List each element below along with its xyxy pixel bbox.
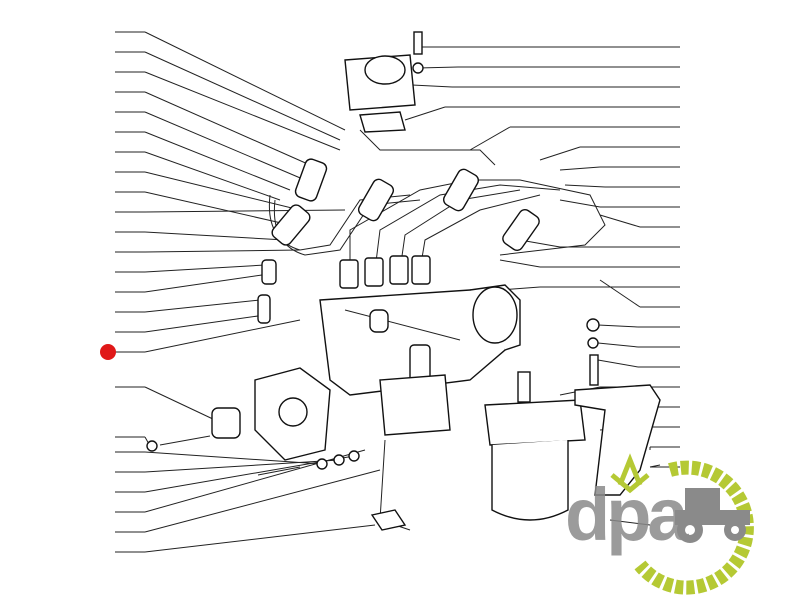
pump-outlets (339, 255, 431, 333)
dpa-logo: dpa (565, 473, 689, 556)
selected-callout-marker[interactable] (100, 344, 116, 360)
callout-leader-left (144, 449, 366, 513)
mounting-bracket (574, 318, 661, 526)
callout-leader-left (144, 171, 301, 211)
injector-pipes (268, 129, 606, 271)
callout-leader-right (559, 166, 601, 171)
callout-leader-right (597, 359, 639, 368)
callout-leader-left (144, 469, 381, 533)
callout-leader-left (144, 151, 281, 201)
callout-leader-right (564, 184, 606, 188)
callout-leader-right (559, 199, 601, 208)
callout-leader-right (404, 106, 446, 121)
right-callout-lines (404, 46, 680, 468)
callout-leader-left (144, 131, 291, 191)
callout-leader-left (144, 209, 346, 213)
callout-leader-left (144, 319, 301, 353)
callout-leader-left (144, 51, 341, 141)
callout-leader-left (144, 264, 266, 273)
left-callout-lines (115, 31, 381, 553)
callout-leader-left (144, 111, 306, 181)
injectors (257, 158, 540, 324)
callout-leader-right (597, 342, 639, 348)
callout-leader-left (144, 91, 311, 166)
callout-leader-left (144, 231, 286, 241)
callout-leader-left (144, 451, 323, 465)
callout-leader-right (599, 214, 641, 228)
callout-leader-left (144, 31, 346, 131)
tractor-icon (675, 488, 750, 543)
callout-leader-left (144, 71, 341, 151)
callout-leader-left (144, 249, 301, 253)
callout-leader-left (144, 274, 263, 293)
callout-leader-left (144, 386, 216, 421)
hand-primer-pump (370, 344, 451, 531)
fuel-filter (484, 371, 586, 521)
callout-leader-left (144, 459, 340, 473)
logo-gear (610, 453, 754, 595)
fuel-lift-pump (344, 31, 424, 133)
callout-leader-left (144, 524, 376, 553)
callout-leader-left (144, 314, 266, 333)
callout-leader-right (539, 146, 581, 161)
callout-leader-right (599, 279, 641, 308)
callout-leader-right (597, 324, 639, 328)
callout-leader-right (417, 66, 459, 69)
governor-plate (146, 367, 360, 476)
callout-leader-right (469, 126, 511, 151)
injection-pump-body (319, 284, 521, 396)
callout-leader-left (144, 191, 291, 226)
callout-leader-right (649, 464, 661, 468)
callout-leader-right (499, 259, 541, 268)
callout-leader-right (411, 84, 453, 88)
callout-leader-left (144, 299, 261, 313)
